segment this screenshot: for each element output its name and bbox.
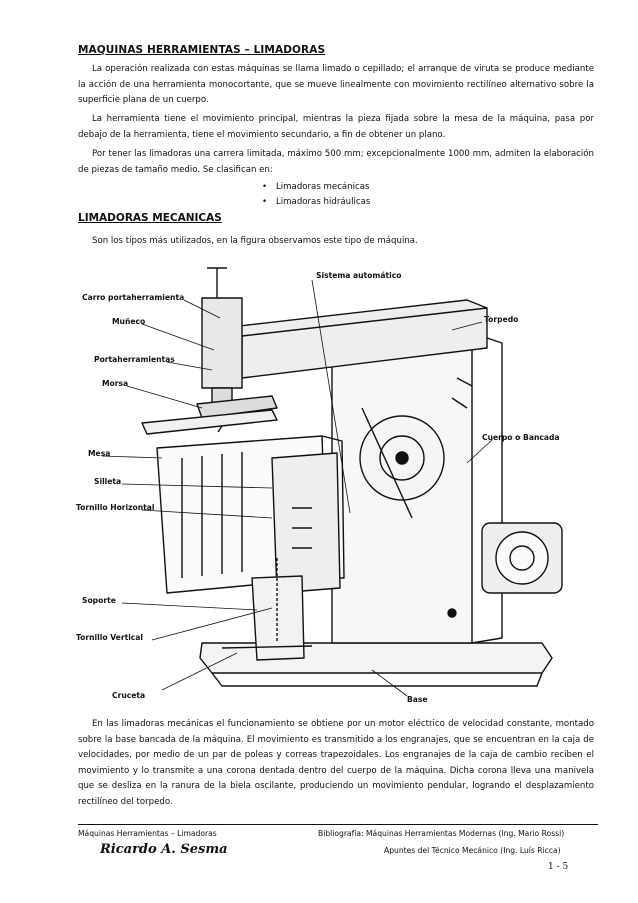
label-morsa: Morsa <box>102 379 128 388</box>
label-base: Base <box>407 695 428 704</box>
label-cruceta: Cruceta <box>112 691 145 700</box>
footer-bibliography-1: Bibliografía: Máquinas Herramientas Mode… <box>318 829 565 838</box>
label-tornillo-v: Tornillo Vertical <box>76 633 143 642</box>
footer-bibliography-2: Apuntes del Técnico Mecánico (Ing. Luís … <box>384 846 561 855</box>
body-paragraph: En las limadoras mecánicas el funcionami… <box>78 719 594 807</box>
label-cuerpo: Cuerpo o Bancada <box>482 433 560 442</box>
footer-rule <box>78 824 598 825</box>
label-sistema: Sistema automático <box>316 271 401 280</box>
list-item: Limadoras mecánicas <box>262 180 370 195</box>
section-title: LIMADORAS MECANICAS <box>78 212 222 224</box>
label-porta: Portaherramientas <box>94 355 175 364</box>
paragraph-1: La operación realizada con estas máquina… <box>78 64 594 105</box>
page-number: 1 - 5 <box>548 862 569 872</box>
label-torpedo: Torpedo <box>484 315 518 324</box>
label-muneco: Muñeco <box>112 317 145 326</box>
section-intro: Son los tipos más utilizados, en la figu… <box>92 236 418 246</box>
label-carro: Carro portaherramienta <box>82 293 184 302</box>
label-silleta: Silleta <box>94 477 121 486</box>
list-item: Limadoras hidráulicas <box>262 195 370 210</box>
label-mesa: Mesa <box>88 449 110 458</box>
classification-list: Limadoras mecánicas Limadoras hidráulica… <box>262 180 370 210</box>
page-title: MAQUINAS HERRAMIENTAS – LIMADORAS <box>78 44 326 56</box>
paragraph-3: Por tener las limadoras una carrera limi… <box>78 149 594 175</box>
footer-left: Máquinas Herramientas – Limadoras <box>78 829 217 838</box>
paragraph-2: La herramienta tiene el movimiento princ… <box>78 114 594 140</box>
shaper-machine-figure: Sistema automático Carro portaherramient… <box>76 267 563 704</box>
author-signature: Ricardo A. Sesma <box>100 842 228 857</box>
label-soporte: Soporte <box>82 596 116 605</box>
label-tornillo-h: Tornillo Horizontal <box>76 503 155 512</box>
